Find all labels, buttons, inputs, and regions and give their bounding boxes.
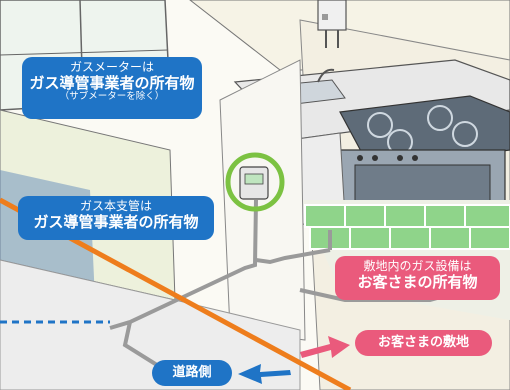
meter-owner-line2: ガス導管事業者の所有物 (29, 73, 195, 92)
premises-equipment-line1: 敷地内のガス設備は (363, 259, 472, 273)
meter-owner-line3: （サブメーターを除く） (59, 91, 165, 103)
gas-meter-icon (225, 152, 285, 212)
premises-equipment-callout: 敷地内のガス設備は お客さまの所有物 (335, 256, 500, 300)
floor-tiles (304, 204, 510, 250)
stove-icon (337, 95, 510, 219)
arrow-left-icon (238, 364, 291, 384)
meter-owner-callout: ガスメーターは ガス導管事業者の所有物 （サブメーターを除く） (22, 57, 202, 119)
road-side-label: 道路側 (152, 360, 232, 386)
main-pipe-owner-line2: ガス導管事業者の所有物 (33, 212, 199, 231)
premises-equipment-line2: お客さまの所有物 (357, 272, 478, 291)
arrow-right-icon (300, 336, 350, 358)
main-pipe-owner-callout: ガス本支管は ガス導管事業者の所有物 (18, 196, 214, 240)
meter-owner-line1: ガスメーターは (69, 60, 154, 74)
customer-premises-label: お客さまの敷地 (355, 330, 492, 356)
main-pipe-owner-line1: ガス本支管は (79, 199, 152, 213)
water-heater-icon (317, 0, 347, 48)
